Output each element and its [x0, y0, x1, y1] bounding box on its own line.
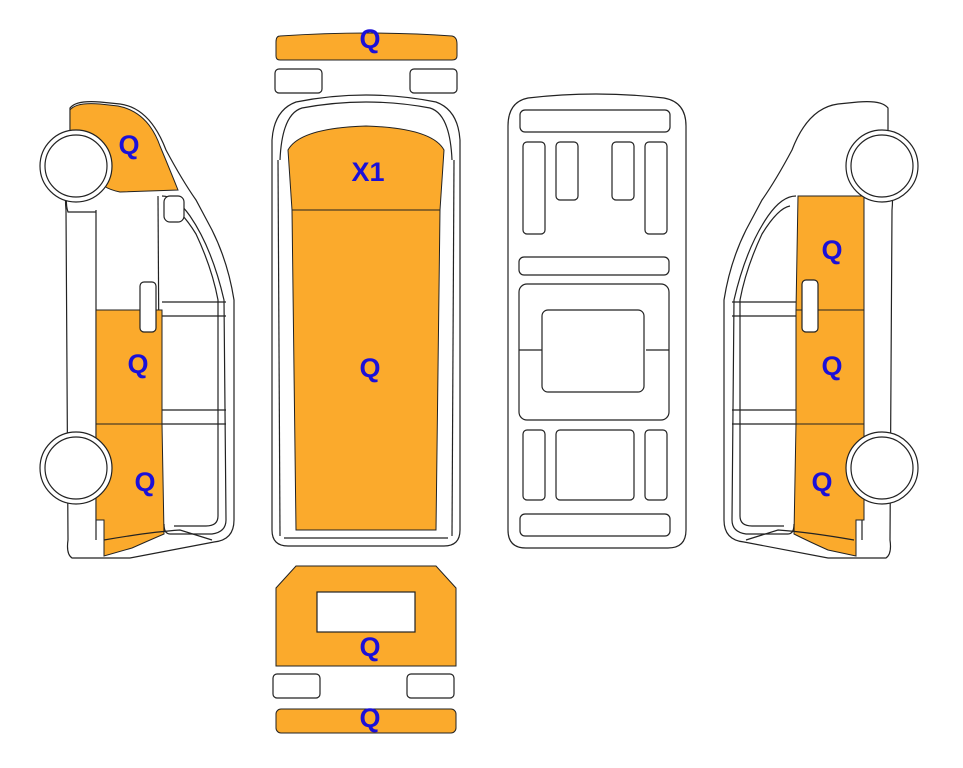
underbody-front-bar	[519, 109, 671, 133]
right-window-frame	[731, 195, 797, 535]
underbody-rear-center	[555, 429, 635, 501]
rear-view	[272, 565, 457, 734]
right-front-label: Q	[821, 235, 842, 265]
left-pillar-rail-2	[162, 409, 226, 425]
underbody-front-right-outer	[644, 141, 668, 235]
rear-right-taillight	[406, 673, 455, 699]
left-middle-label: Q	[127, 349, 148, 379]
damage-labels: Q Q X1 Q Q Q Q Q Q Q Q	[118, 24, 842, 733]
right-side-view	[723, 101, 919, 559]
underbody-fuel-tank	[541, 309, 645, 393]
left-front-wheel	[39, 129, 113, 203]
left-rear-wheel	[39, 431, 113, 505]
rear-door-label: Q	[359, 632, 380, 662]
left-rear-panel[interactable]	[95, 423, 165, 557]
left-front-wheel-rim	[44, 134, 108, 198]
roof-panel[interactable]	[291, 209, 441, 531]
underbody-view	[507, 93, 687, 549]
left-front-label: Q	[118, 130, 139, 160]
underbody-front-left-outer	[522, 141, 546, 235]
underbody-front-left-inner	[555, 141, 579, 201]
underbody-cross-bar	[518, 256, 670, 276]
left-rear-step	[103, 529, 213, 541]
right-window-frame-inner	[739, 205, 791, 527]
right-door-handle	[801, 279, 819, 333]
right-rear-wheel-rim	[850, 436, 914, 500]
front-bumper-label: Q	[359, 24, 380, 54]
underbody-front-right-inner	[611, 141, 635, 201]
right-pillar-rail-1	[732, 301, 796, 317]
right-front-wheel-rim	[850, 134, 914, 198]
underbody-rear-bar	[519, 513, 671, 537]
front-left-headlight	[274, 68, 323, 94]
left-pillar-rail-1	[162, 301, 226, 317]
rear-bumper-label: Q	[359, 703, 380, 733]
right-rear-label: Q	[811, 467, 832, 497]
roof-label: Q	[359, 353, 380, 383]
underbody-rear-right	[644, 429, 668, 501]
front-view	[274, 32, 458, 94]
right-rear-step	[745, 529, 855, 541]
left-rear-wheel-rim	[44, 436, 108, 500]
rear-left-taillight	[272, 673, 321, 699]
rear-bumper-panel[interactable]	[275, 708, 457, 734]
right-front-wheel	[845, 129, 919, 203]
left-quarter-window	[163, 195, 185, 223]
windshield-label: X1	[351, 157, 384, 187]
top-view-right-rail	[451, 159, 455, 537]
right-rear-panel[interactable]	[793, 423, 865, 557]
front-right-headlight	[409, 68, 458, 94]
left-rear-label: Q	[134, 467, 155, 497]
rear-window	[316, 591, 416, 633]
left-side-view	[39, 101, 235, 559]
right-middle-label: Q	[821, 351, 842, 381]
top-view-inner-line	[279, 101, 453, 161]
top-view-left-rail	[277, 159, 281, 537]
windshield-panel[interactable]	[287, 125, 445, 211]
right-pillar-rail-2	[732, 409, 796, 425]
top-view	[271, 94, 461, 547]
left-door-handle	[139, 281, 157, 333]
right-rear-wheel	[845, 431, 919, 505]
underbody-rear-left	[522, 429, 546, 501]
front-bumper-panel[interactable]	[275, 32, 458, 61]
